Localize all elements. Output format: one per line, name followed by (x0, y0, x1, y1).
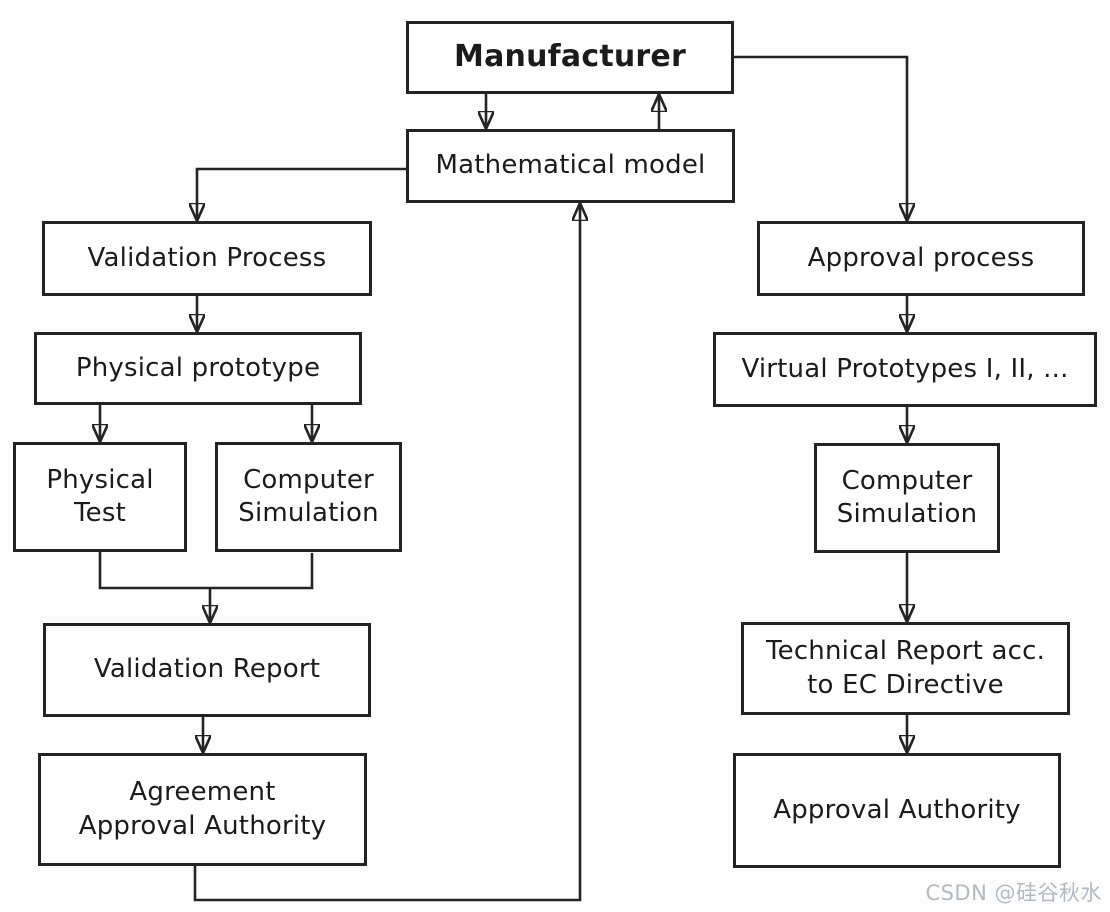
node-computer-simulation-right: Computer Simulation (814, 443, 1000, 553)
node-validation-process-label: Validation Process (87, 242, 327, 273)
node-agreement-approval-authority: Agreement Approval Authority (38, 753, 367, 866)
node-validation-process: Validation Process (42, 221, 372, 296)
node-approval-authority: Approval Authority (733, 753, 1061, 868)
node-computer-simulation-right-label-line1: Computer (841, 465, 973, 496)
node-physical-test-label-line1: Physical (46, 464, 154, 495)
node-approval-authority-label: Approval Authority (773, 794, 1021, 825)
node-technical-report-label-line2: to EC Directive (807, 669, 1004, 700)
node-validation-report: Validation Report (43, 623, 371, 717)
node-physical-prototype-label: Physical prototype (75, 352, 321, 383)
node-computer-simulation-right-label-line2: Simulation (836, 499, 978, 529)
node-approval-process-label: Approval process (807, 242, 1035, 273)
node-virtual-prototypes: Virtual Prototypes I, II, ... (713, 332, 1097, 407)
connector-test-simulation-merge (98, 552, 314, 590)
node-physical-test-label-line2: Test (73, 498, 126, 528)
node-virtual-prototypes-label: Virtual Prototypes I, II, ... (741, 353, 1069, 384)
edge-manufacturer-to-approval-process (734, 55, 907, 218)
node-manufacturer-label: Manufacturer (454, 39, 686, 75)
watermark-text: CSDN @硅谷秋水 (925, 881, 1102, 905)
node-physical-prototype: Physical prototype (34, 332, 362, 405)
node-technical-report: Technical Report acc. to EC Directive (741, 622, 1070, 715)
node-computer-simulation-left-label-line1: Computer (243, 464, 374, 495)
node-mathematical-model-label: Mathematical model (435, 150, 706, 181)
node-manufacturer: Manufacturer (406, 21, 734, 94)
node-agreement-label-line1: Agreement (129, 777, 276, 808)
node-validation-report-label: Validation Report (93, 654, 321, 685)
node-technical-report-label-line1: Technical Report acc. (765, 636, 1046, 667)
edge-mathematical-model-to-validation-process (197, 167, 406, 218)
node-physical-test: Physical Test (13, 442, 187, 552)
node-mathematical-model: Mathematical model (406, 129, 735, 203)
node-computer-simulation-left: Computer Simulation (215, 442, 402, 552)
node-approval-process: Approval process (757, 221, 1085, 296)
node-computer-simulation-left-label-line2: Simulation (238, 498, 379, 528)
node-agreement-label-line2: Approval Authority (78, 810, 327, 841)
